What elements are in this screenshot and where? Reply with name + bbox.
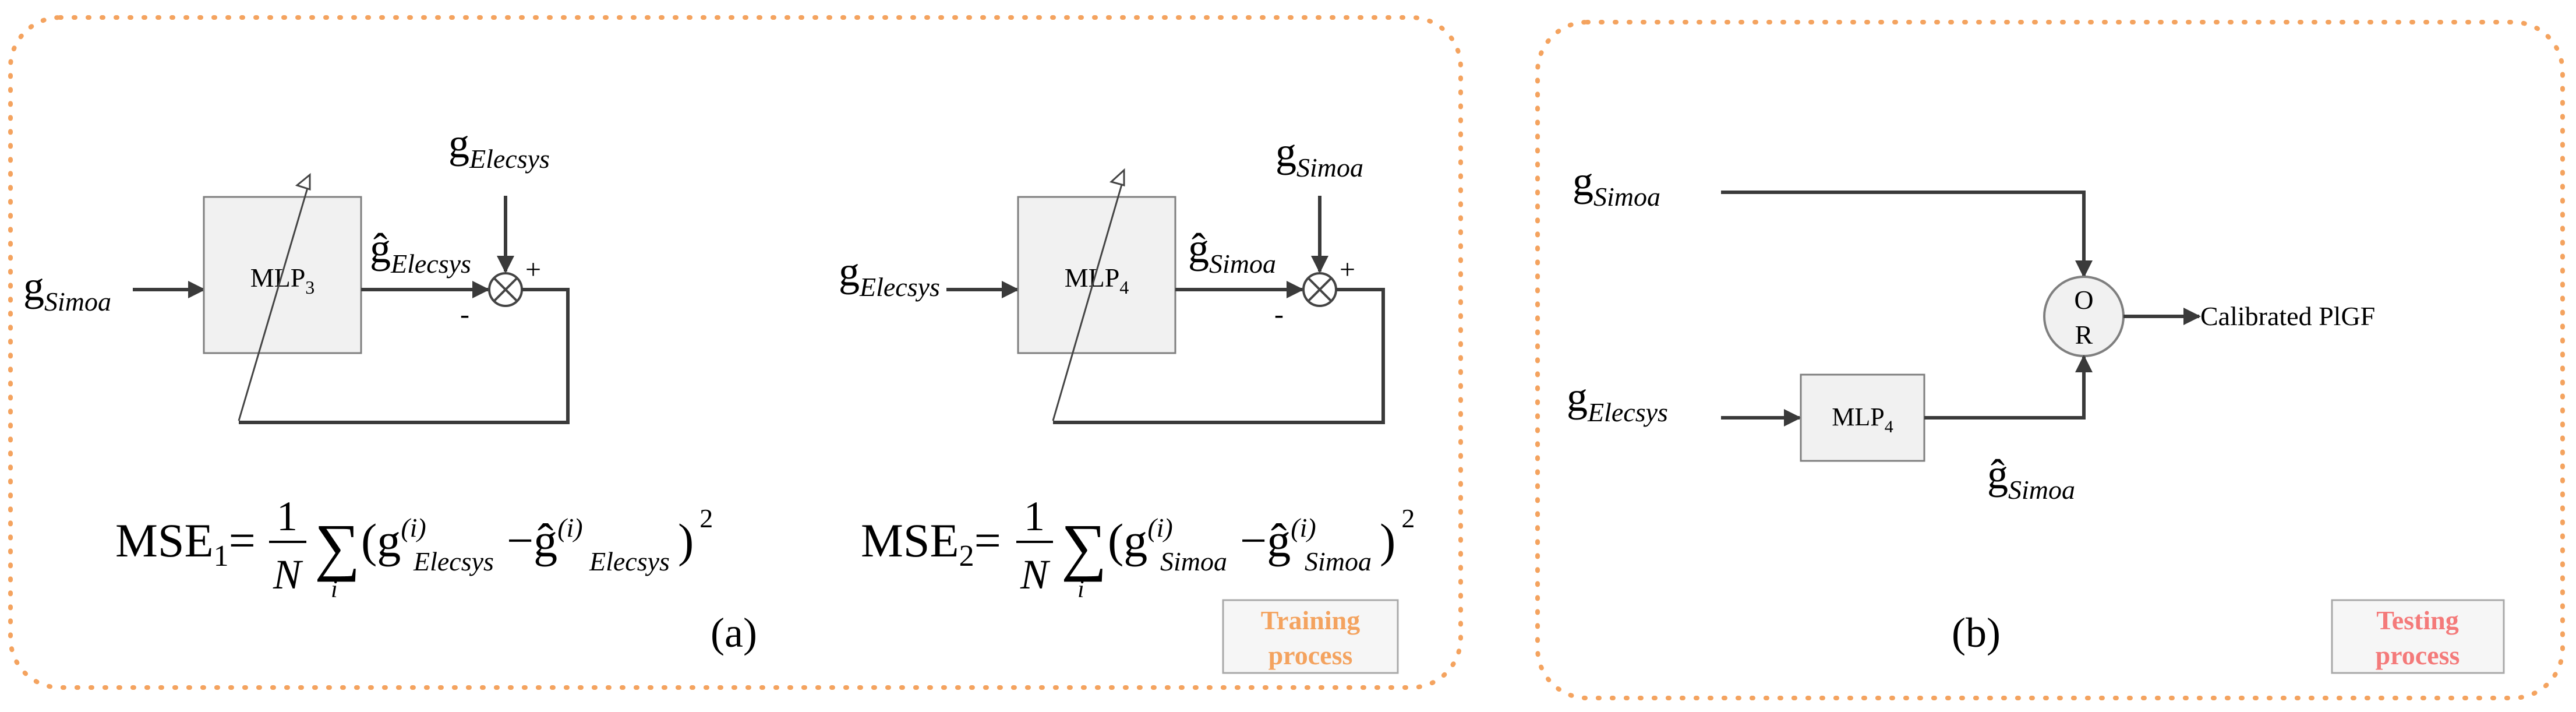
input-top-line (1721, 191, 2093, 278)
mlp-label: MLP4 (1065, 263, 1129, 298)
diagram-b: gSimoa O R Calibrated PlGF gElecsys MLP4… (1567, 158, 2375, 505)
plus-sign: + (525, 254, 541, 285)
output-label: ĝElecsys (370, 225, 471, 279)
plus-sign: + (1340, 254, 1355, 285)
target-label: gSimoa (1275, 129, 1363, 182)
formula-body: (g(i)Elecsys−ĝ(i)Elecsys)2 (361, 503, 713, 576)
sum-symbol: ∑ (315, 511, 360, 582)
target-label: gElecsys (448, 120, 550, 174)
mlp-block (1800, 373, 1925, 462)
formula-den: N (1020, 551, 1051, 598)
mlp-label: MLP4 (1832, 403, 1893, 436)
panel-b-border (1535, 20, 2565, 700)
sum-symbol: ∑ (1061, 511, 1107, 582)
formula-num: 1 (277, 493, 298, 540)
feedback-line (239, 288, 570, 424)
diagram-a-right: gElecsys MLP4 ĝSimoa gSimoa + - (839, 129, 1385, 424)
formula-lhs: MSE2= (861, 514, 1001, 573)
output-label: Calibrated PlGF (2200, 301, 2375, 331)
formula-mse2: MSE2= 1 N ∑ i (g(i)Simoa−ĝ(i)Simoa)2 (861, 493, 1415, 603)
tag-line2: process (2376, 640, 2460, 670)
adjust-arrow-head (1109, 168, 1125, 186)
sum-index: i (331, 576, 338, 603)
formula-body: (g(i)Simoa−ĝ(i)Simoa)2 (1108, 503, 1415, 576)
sum-index: i (1077, 576, 1084, 603)
mlp-block (1017, 196, 1176, 354)
tag-line1: Testing (2376, 605, 2458, 635)
minus-sign: - (460, 299, 469, 330)
formula-lhs: MSE1= (115, 514, 256, 573)
formula-num: 1 (1024, 493, 1045, 540)
input-label: gElecsys (839, 248, 940, 302)
diagram-a-left: gSimoa MLP3 ĝElecsys gElecsys + - (23, 120, 570, 424)
adjust-arrow (238, 184, 310, 421)
tag-line2: process (1268, 640, 1353, 670)
or-top: O (2074, 285, 2093, 315)
input-bottom-label: gElecsys (1567, 373, 1668, 427)
panel-b-label: (b) (1952, 609, 2001, 656)
adjust-arrow (1052, 180, 1124, 421)
block-output-label: ĝSimoa (1987, 451, 2075, 505)
minus-sign: - (1274, 299, 1284, 330)
block-output-line (1924, 355, 2093, 420)
output-label: ĝSimoa (1188, 225, 1276, 279)
adjust-arrow-head (295, 172, 311, 191)
formula-den: N (273, 551, 303, 598)
tag-line1: Training (1261, 605, 1360, 635)
or-bottom: R (2075, 320, 2093, 350)
training-process-tag: Training process (1222, 599, 1399, 674)
sum-cross-b (1308, 277, 1332, 302)
panel-a-label: (a) (711, 609, 757, 656)
testing-process-tag: Testing process (2331, 599, 2505, 674)
panel-a-border (8, 15, 1463, 690)
input-label: gSimoa (23, 263, 111, 316)
input-top-label: gSimoa (1573, 158, 1660, 212)
feedback-line (1053, 288, 1385, 424)
sum-cross-b (493, 277, 518, 302)
formula-mse1: MSE1= 1 N ∑ i (g(i)Elecsys−ĝ(i)Elecsys)2 (115, 493, 713, 603)
